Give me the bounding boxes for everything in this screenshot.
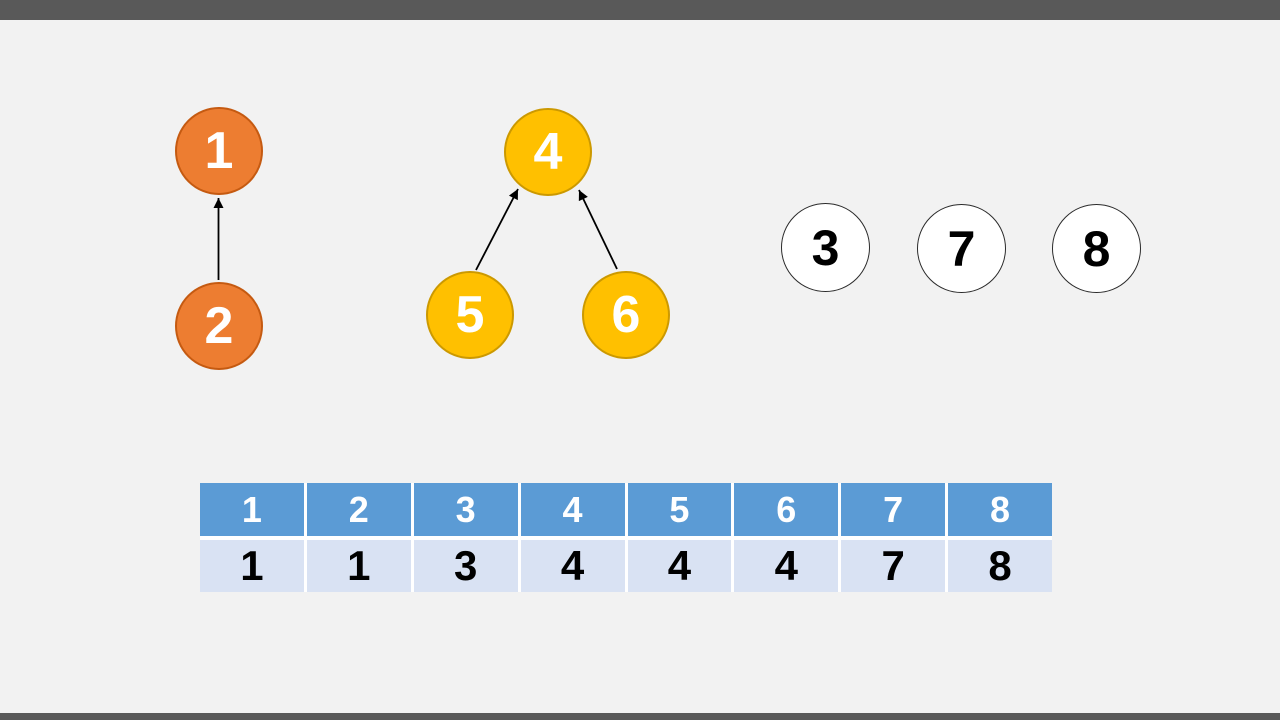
table-header-cell: 2 bbox=[303, 483, 411, 536]
table-header-cell: 4 bbox=[517, 483, 625, 536]
tree-node-3: 3 bbox=[781, 203, 870, 292]
table-header-cell: 8 bbox=[945, 483, 1052, 536]
table-value-cell: 4 bbox=[624, 540, 732, 592]
table-value-row: 1 1 3 4 4 4 7 8 bbox=[200, 536, 1052, 592]
table-header-cell: 5 bbox=[624, 483, 732, 536]
tree-node-4: 4 bbox=[504, 108, 592, 196]
edge-5-to-4 bbox=[475, 188, 519, 271]
slide-bottom-bar bbox=[0, 713, 1280, 720]
table-header-cell: 6 bbox=[731, 483, 839, 536]
tree-node-2: 2 bbox=[175, 282, 263, 370]
table-value-cell: 4 bbox=[517, 540, 625, 592]
slide-top-bar bbox=[0, 0, 1280, 20]
parent-array-table: 1 2 3 4 5 6 7 8 1 1 3 4 4 4 7 8 bbox=[200, 483, 1052, 592]
table-header-cell: 3 bbox=[410, 483, 518, 536]
tree-node-6: 6 bbox=[582, 271, 670, 359]
tree-node-1: 1 bbox=[175, 107, 263, 195]
tree-node-7: 7 bbox=[917, 204, 1006, 293]
table-value-cell: 1 bbox=[303, 540, 411, 592]
tree-node-8: 8 bbox=[1052, 204, 1141, 293]
table-value-cell: 8 bbox=[945, 540, 1052, 592]
table-header-row: 1 2 3 4 5 6 7 8 bbox=[200, 483, 1052, 536]
table-value-cell: 3 bbox=[410, 540, 518, 592]
table-value-cell: 4 bbox=[731, 540, 839, 592]
tree-node-5: 5 bbox=[426, 271, 514, 359]
edge-6-to-4 bbox=[578, 189, 618, 270]
table-header-cell: 1 bbox=[200, 483, 304, 536]
table-value-cell: 1 bbox=[200, 540, 304, 592]
table-value-cell: 7 bbox=[838, 540, 946, 592]
table-header-cell: 7 bbox=[838, 483, 946, 536]
